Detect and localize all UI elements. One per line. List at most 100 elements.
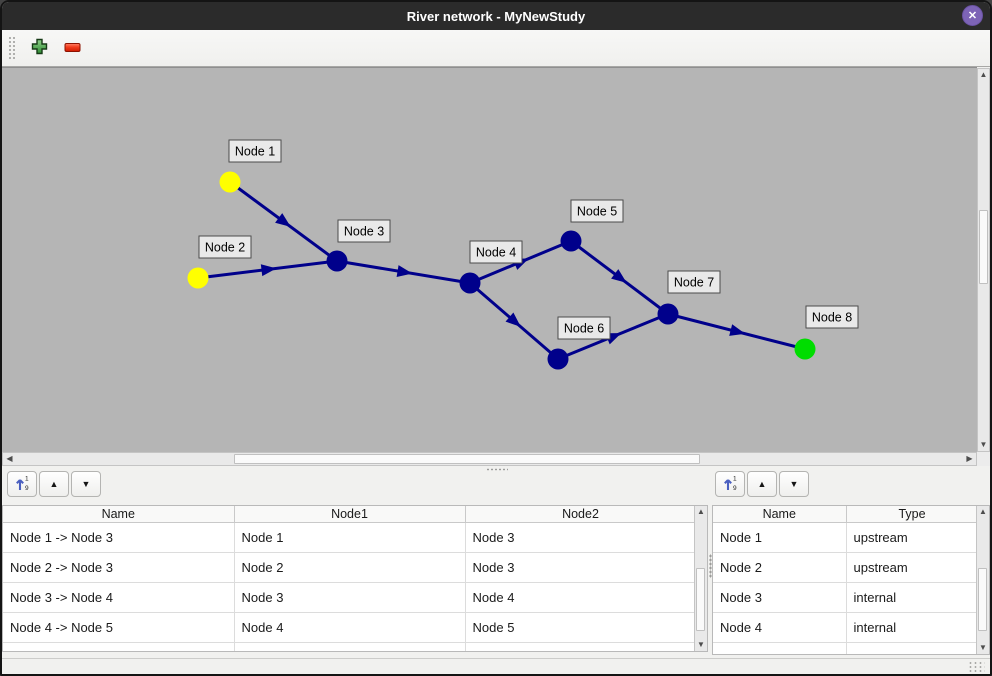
- column-header[interactable]: Name: [3, 506, 235, 523]
- horizontal-scroll-thumb[interactable]: [234, 454, 700, 464]
- table-cell[interactable]: upstream: [846, 522, 976, 553]
- table-cell[interactable]: Node 2 -> Node 3: [3, 552, 235, 583]
- network-node[interactable]: [560, 230, 582, 252]
- scroll-up-arrow[interactable]: ▲: [978, 69, 989, 81]
- branches-table-scrollbar[interactable]: ▲ ▼: [694, 506, 707, 651]
- nodes-sort-button[interactable]: 1 9: [715, 471, 745, 497]
- table-cell[interactable]: Node 1: [234, 522, 466, 553]
- empty-cell: [713, 642, 847, 654]
- remove-node-button[interactable]: [59, 35, 85, 61]
- vertical-scroll-thumb[interactable]: [696, 568, 705, 631]
- window-title: River network - MyNewStudy: [406, 8, 586, 24]
- node-label-box[interactable]: [570, 199, 624, 223]
- move-up-icon: ▲: [757, 479, 767, 489]
- scroll-down-arrow[interactable]: ▼: [978, 439, 989, 451]
- table-cell[interactable]: Node 4: [465, 582, 694, 613]
- table-cell[interactable]: Node 5: [465, 612, 694, 643]
- close-icon: ✕: [967, 10, 978, 22]
- network-node[interactable]: [219, 171, 241, 193]
- nodes-move-down-button[interactable]: ▼: [779, 471, 809, 497]
- scroll-down-arrow[interactable]: ▼: [977, 642, 989, 654]
- scroll-up-arrow[interactable]: ▲: [695, 506, 707, 518]
- edge-direction-arrow: [505, 312, 521, 327]
- canvas-vertical-scrollbar[interactable]: ▲ ▼: [977, 68, 990, 452]
- sort-ascending-icon: 1 9: [15, 475, 30, 493]
- scroll-up-arrow[interactable]: ▲: [977, 506, 989, 518]
- move-down-icon: ▼: [81, 479, 91, 489]
- table-cell[interactable]: Node 4 -> Node 5: [3, 612, 235, 643]
- network-node[interactable]: [657, 303, 679, 325]
- table-cell[interactable]: Node 1: [713, 522, 847, 553]
- network-node[interactable]: [326, 250, 348, 272]
- node-label-box[interactable]: [557, 316, 611, 340]
- table-cell[interactable]: Node 4: [713, 612, 847, 643]
- table-cell[interactable]: Node 3: [713, 582, 847, 613]
- edge-direction-arrow: [729, 324, 746, 336]
- table-cell[interactable]: Node 3 -> Node 4: [3, 582, 235, 613]
- table-cell[interactable]: internal: [846, 612, 976, 643]
- vertical-scroll-thumb[interactable]: [978, 568, 987, 631]
- node-label-box[interactable]: [337, 219, 391, 243]
- table-cell[interactable]: internal: [846, 582, 976, 613]
- window-resize-grip[interactable]: [968, 661, 985, 672]
- svg-text:1: 1: [25, 476, 29, 483]
- column-header[interactable]: Node1: [234, 506, 466, 523]
- node-label-text: Node 6: [564, 322, 604, 336]
- node-label-box[interactable]: [198, 235, 252, 259]
- table-cell[interactable]: Node 2: [713, 552, 847, 583]
- add-node-button[interactable]: [26, 35, 52, 61]
- node-label-box[interactable]: [667, 270, 721, 294]
- canvas-horizontal-scrollbar[interactable]: ◀ ▶: [2, 452, 977, 466]
- toolbar-drag-handle[interactable]: [8, 36, 16, 60]
- network-node[interactable]: [187, 267, 209, 289]
- empty-row: [3, 642, 694, 651]
- scroll-down-arrow[interactable]: ▼: [695, 639, 707, 651]
- scroll-left-arrow[interactable]: ◀: [3, 453, 16, 465]
- panel-splitter[interactable]: [2, 466, 990, 472]
- column-header[interactable]: Type: [846, 506, 976, 523]
- network-node[interactable]: [459, 272, 481, 294]
- scrollbar-corner: [977, 452, 990, 466]
- table-splitter-grip[interactable]: [709, 554, 713, 578]
- nodes-table-scrollbar[interactable]: ▲ ▼: [976, 506, 989, 654]
- branches-sort-button[interactable]: 1 9: [7, 471, 37, 497]
- vertical-scroll-thumb[interactable]: [979, 210, 988, 284]
- titlebar[interactable]: River network - MyNewStudy ✕: [2, 2, 990, 30]
- nodes-move-up-button[interactable]: ▲: [747, 471, 777, 497]
- remove-minus-icon: [64, 41, 81, 56]
- network-node[interactable]: [794, 338, 816, 360]
- column-header[interactable]: Node2: [465, 506, 694, 523]
- network-node[interactable]: [547, 348, 569, 370]
- table-cell[interactable]: Node 1 -> Node 3: [3, 522, 235, 553]
- branches-move-up-button[interactable]: ▲: [39, 471, 69, 497]
- table-cell[interactable]: Node 3: [234, 582, 466, 613]
- table-cell[interactable]: upstream: [846, 552, 976, 583]
- empty-row: [713, 642, 976, 654]
- node-label-box[interactable]: [228, 139, 282, 163]
- table-cell[interactable]: Node 4: [234, 612, 466, 643]
- branches-move-down-button[interactable]: ▼: [71, 471, 101, 497]
- column-header[interactable]: Name: [713, 506, 847, 523]
- node-label-box[interactable]: [805, 305, 859, 329]
- node-label-box[interactable]: [469, 240, 523, 264]
- scroll-right-arrow[interactable]: ▶: [963, 453, 976, 465]
- table-cell[interactable]: Node 3: [465, 552, 694, 583]
- svg-text:9: 9: [25, 485, 29, 491]
- close-button[interactable]: ✕: [962, 5, 983, 26]
- table-cell[interactable]: Node 2: [234, 552, 466, 583]
- move-up-icon: ▲: [49, 479, 59, 489]
- empty-cell: [234, 642, 466, 651]
- table-cell[interactable]: Node 3: [465, 522, 694, 553]
